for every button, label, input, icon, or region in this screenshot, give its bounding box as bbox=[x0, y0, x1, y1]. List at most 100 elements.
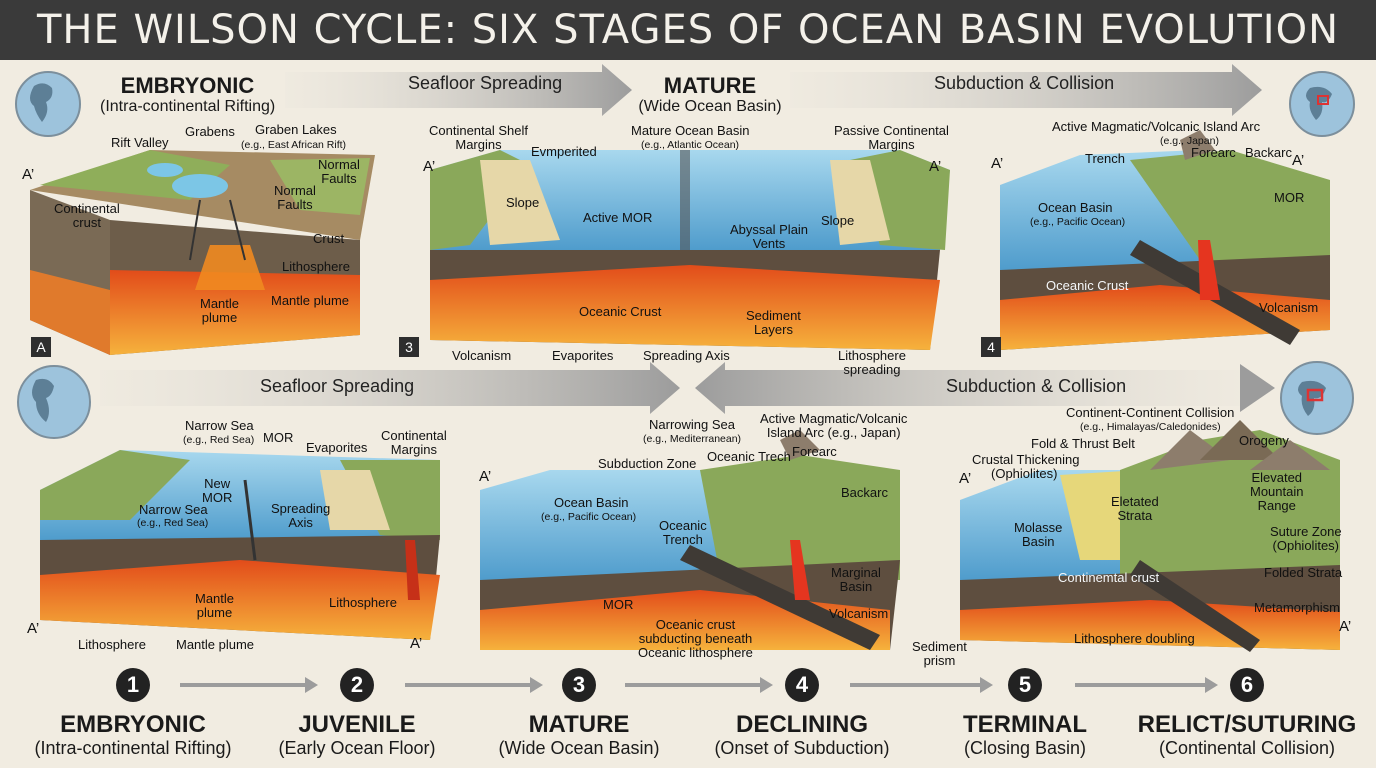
stage-6-desc: (Continental Collision) bbox=[1158, 738, 1336, 758]
label-collision-eg: (e.g., Himalayas/Caledonides) bbox=[1080, 421, 1221, 433]
label-abyssal: Abyssal Plain Vents bbox=[730, 222, 809, 251]
stage-1-number: 1 bbox=[116, 668, 150, 702]
label-evaporites: Evaporites bbox=[306, 440, 368, 455]
label-forearc: Forearc bbox=[1191, 145, 1236, 160]
label-elevated-range: Elevated Mountain Range bbox=[1250, 470, 1304, 513]
label-rift-valley: Rift Valley bbox=[111, 135, 169, 150]
stage-3-number: 3 bbox=[562, 668, 596, 702]
section-marker: A’ bbox=[423, 158, 436, 175]
block-juvenile bbox=[40, 450, 440, 640]
stage-3-desc: (Wide Ocean Basin) bbox=[498, 738, 660, 758]
label-molasse: Molasse Basin bbox=[1014, 520, 1063, 549]
mid-arrow-1 bbox=[100, 362, 680, 414]
label-active-mor: Active MOR bbox=[583, 210, 653, 225]
globe-icon-top-left bbox=[15, 71, 81, 137]
block-subduction-top bbox=[1000, 130, 1330, 350]
stage-3-name: MATURE bbox=[528, 711, 630, 738]
label-lith-spreading: Lithosphere spreading bbox=[838, 348, 906, 377]
mid-arrow-2 bbox=[695, 362, 1250, 414]
block-embryonic bbox=[30, 150, 375, 355]
label-evmperited: Evmperited bbox=[531, 144, 597, 159]
stage-5-name: TERMINAL bbox=[963, 711, 1087, 738]
stage-5-desc: (Closing Basin) bbox=[963, 738, 1087, 758]
label-collision: Continent-Continent Collision bbox=[1066, 405, 1235, 420]
stage-5-number: 5 bbox=[1008, 668, 1042, 702]
label-volcanism: Volcanism bbox=[452, 348, 512, 363]
label-mantle-plume-1: Mantle plume bbox=[200, 296, 240, 325]
label-ocean-basin: Ocean Basin bbox=[1038, 200, 1113, 215]
top-arrow-2 bbox=[790, 64, 1262, 116]
label-oceanic-crust: Oceanic Crust bbox=[1046, 278, 1129, 293]
header-embryonic-name: EMBRYONIC bbox=[120, 73, 255, 98]
globe-icon-mid-right bbox=[1280, 361, 1354, 435]
label-continental-crust: Continemtal crust bbox=[1058, 570, 1160, 585]
label-subducting: Oceanic crust subducting beneath Oceanic… bbox=[638, 617, 753, 660]
mid-arrow-label-2: Subduction & Collision bbox=[946, 376, 1127, 396]
label-crustal-thickening: Crustal Thickening bbox=[972, 452, 1080, 467]
label-ocean-basin-eg: (e.g., Pacific Ocean) bbox=[1030, 216, 1126, 228]
stage-4-name: DECLINING bbox=[736, 711, 868, 738]
label-slope-right: Slope bbox=[821, 213, 855, 228]
top-arrow-1 bbox=[285, 64, 632, 116]
globe-icon-mid-left bbox=[17, 365, 91, 439]
stage-2-name: JUVENILE bbox=[298, 711, 416, 738]
label-normal-faults-1: Normal Faults bbox=[318, 157, 360, 186]
label-mantle-plume: Mantle plume bbox=[195, 591, 235, 620]
label-grabens: Grabens bbox=[185, 124, 235, 139]
section-marker: A’ bbox=[410, 635, 423, 652]
label-backarc: Backarc bbox=[841, 485, 888, 500]
label-narrow-sea-2: Narrow Sea bbox=[139, 502, 208, 517]
section-marker: A’ bbox=[22, 166, 35, 183]
label-ocean-basin-eg: (e.g., Pacific Ocean) bbox=[541, 511, 637, 523]
label-oceanic-trech: Oceanic Trech bbox=[707, 449, 791, 464]
label-lithosphere: Lithosphere bbox=[282, 259, 350, 274]
top-arrow-label-1: Seafloor Spreading bbox=[408, 73, 563, 93]
stage-arrows bbox=[180, 677, 1218, 693]
label-mor: MOR bbox=[263, 430, 294, 445]
label-folded-strata: Folded Strata bbox=[1264, 565, 1343, 580]
section-marker: A’ bbox=[1292, 152, 1305, 169]
top-arrow-label-2: Subduction & Collision bbox=[934, 73, 1115, 93]
mid-arrow-label-1: Seafloor Spreading bbox=[260, 376, 415, 396]
label-narrow-sea-2-eg: (e.g., Red Sea) bbox=[137, 517, 209, 529]
label-lith-doubling: Lithosphere doubling bbox=[1074, 631, 1195, 646]
section-marker: A’ bbox=[929, 158, 942, 175]
label-metamorphism: Metamorphism bbox=[1254, 600, 1340, 615]
label-fold-thrust: Fold & Thrust Belt bbox=[1031, 436, 1135, 451]
badge-4: 4 bbox=[981, 337, 1001, 357]
label-sediment-layers: Sediment Layers bbox=[746, 308, 801, 337]
label-ocean-basin: Ocean Basin bbox=[554, 495, 629, 510]
label-new-mor: New MOR bbox=[202, 476, 233, 505]
stage-5: 5 TERMINAL (Closing Basin) bbox=[910, 668, 1140, 758]
label-orogeny: Orogeny bbox=[1239, 433, 1289, 448]
stage-1: 1 EMBRYONIC (Intra-continental Rifting) bbox=[18, 668, 248, 758]
label-volcanism: Volcanism bbox=[829, 606, 889, 621]
label-spreading-axis: Spreading Axis bbox=[271, 501, 331, 530]
label-oceanic-trench: Oceanic Trench bbox=[659, 518, 707, 547]
label-eletated-strata: Eletated Strata bbox=[1111, 494, 1159, 523]
page-title: THE WILSON CYCLE: SIX STAGES OF OCEAN BA… bbox=[0, 0, 1376, 60]
label-backarc: Backarc bbox=[1245, 145, 1292, 160]
block-terminal bbox=[960, 420, 1340, 652]
stage-3: 3 MATURE (Wide Ocean Basin) bbox=[464, 668, 694, 758]
mid-arrow-2-head-right bbox=[1240, 364, 1275, 412]
label-ophiolites: (Ophiolites) bbox=[991, 466, 1058, 481]
label-arc: Active Magmatic/Volcanic Island Arc bbox=[1052, 119, 1261, 134]
stage-1-name: EMBRYONIC bbox=[60, 711, 206, 738]
badge-3: 3 bbox=[399, 337, 419, 357]
header-mature: MATURE (Wide Ocean Basin) bbox=[625, 74, 795, 116]
label-mature-basin: Mature Ocean Basin bbox=[631, 123, 750, 138]
label-sediment-prism: Sediment prism bbox=[912, 639, 967, 668]
header-mature-desc: (Wide Ocean Basin) bbox=[638, 98, 782, 115]
label-graben-lakes: Graben Lakes bbox=[255, 122, 337, 137]
label-subduction-zone: Subduction Zone bbox=[598, 456, 697, 471]
label-narrowing-sea: Narrowing Sea bbox=[649, 417, 735, 432]
header-embryonic-desc: (Intra-continental Rifting) bbox=[100, 98, 276, 115]
globe-icon-top-right bbox=[1289, 71, 1355, 137]
section-marker: A’ bbox=[959, 470, 972, 487]
label-forearc: Forearc bbox=[792, 444, 837, 459]
label-trench: Trench bbox=[1085, 151, 1125, 166]
label-mor: MOR bbox=[1274, 190, 1305, 205]
label-continental-crust: Continental crust bbox=[54, 201, 120, 230]
